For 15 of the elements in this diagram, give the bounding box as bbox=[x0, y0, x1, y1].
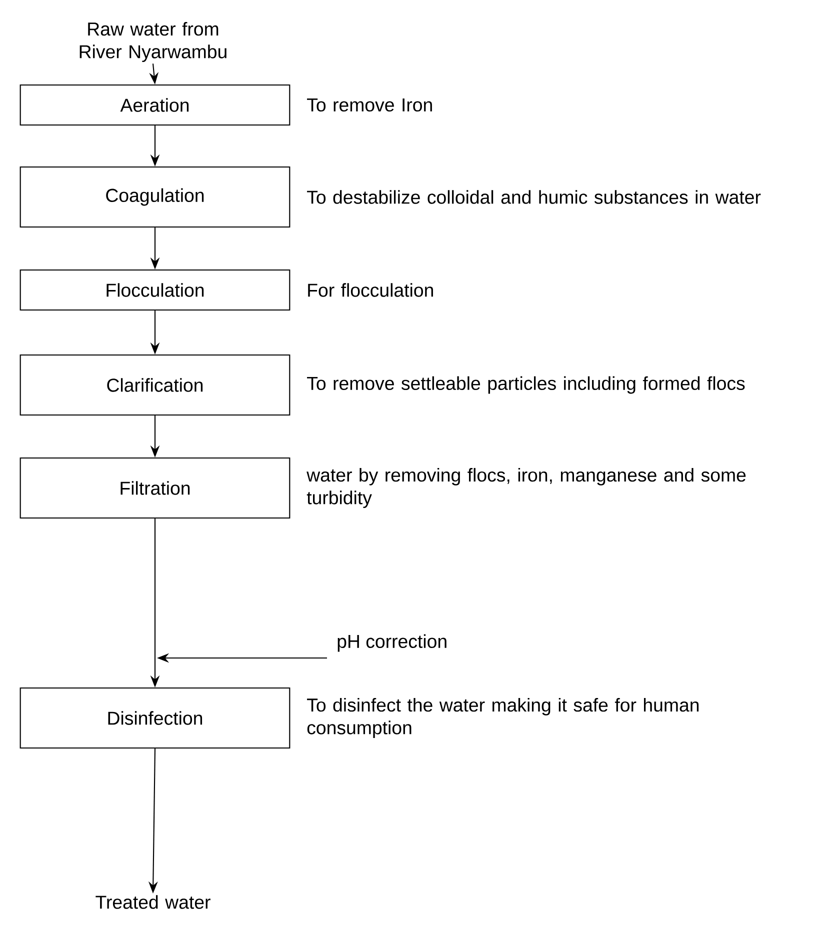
side-note: water by removing flocs, iron, manganese and some turbidity bbox=[306, 468, 746, 508]
process-box: Clarification bbox=[20, 354, 290, 416]
process-box: Flocculation bbox=[20, 269, 290, 311]
process-box: Coagulation bbox=[20, 166, 290, 228]
process-box: Disinfection bbox=[20, 687, 290, 749]
input-label: pH correction bbox=[338, 634, 446, 652]
side-note: For flocculation bbox=[308, 283, 433, 297]
flow-label: Treated water bbox=[96, 895, 210, 909]
process-box: Filtration bbox=[20, 457, 290, 519]
side-note: To disinfect the water making it safe for human consumption bbox=[307, 698, 699, 738]
process-box: Aeration bbox=[20, 84, 290, 126]
flow-label: Raw water from River Nyarwambu bbox=[80, 22, 226, 62]
side-note: To destabilize colloidal and humic substances in water bbox=[307, 190, 761, 204]
side-note: To remove Iron bbox=[307, 98, 432, 112]
side-note: To remove settleable particles including formed flocs bbox=[307, 376, 745, 394]
